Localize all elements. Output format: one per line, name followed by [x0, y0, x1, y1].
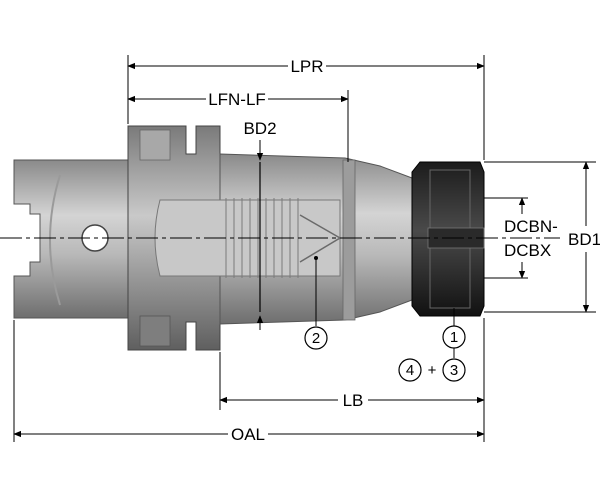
label-lpr: LPR	[290, 57, 323, 76]
callout-1: 1	[442, 308, 466, 358]
dimension-dcbn-dcbx: DCBN- DCBX	[504, 197, 558, 279]
clamping-nut	[411, 161, 485, 317]
label-oal: OAL	[231, 425, 265, 444]
callout-1-number: 1	[450, 329, 458, 346]
callout-3-number: 3	[450, 362, 458, 379]
dimension-bd1: BD1	[568, 161, 600, 313]
dimension-lpr: LPR	[127, 56, 485, 76]
callout-plus: +	[428, 362, 437, 379]
label-dcbn: DCBN-	[504, 217, 558, 236]
extension-lines	[13, 55, 596, 442]
hsk-shank	[13, 159, 129, 319]
label-dcbx: DCBX	[504, 241, 551, 260]
label-lb: LB	[343, 391, 364, 410]
callout-2-number: 2	[312, 330, 320, 347]
dimension-lfn-lf: LFN-LF	[127, 89, 349, 109]
dimension-bd2: BD2	[243, 119, 277, 330]
callout-4-plus-3: 4 + 3	[398, 358, 466, 382]
label-lfn-lf: LFN-LF	[208, 90, 266, 109]
label-bd2: BD2	[243, 119, 276, 138]
dimension-lb: LB	[219, 390, 485, 410]
callout-4-number: 4	[406, 362, 414, 379]
holder-body	[154, 153, 413, 325]
label-bd1: BD1	[568, 230, 600, 249]
callout-2: 2	[304, 256, 328, 350]
dimension-oal: OAL	[13, 424, 485, 444]
